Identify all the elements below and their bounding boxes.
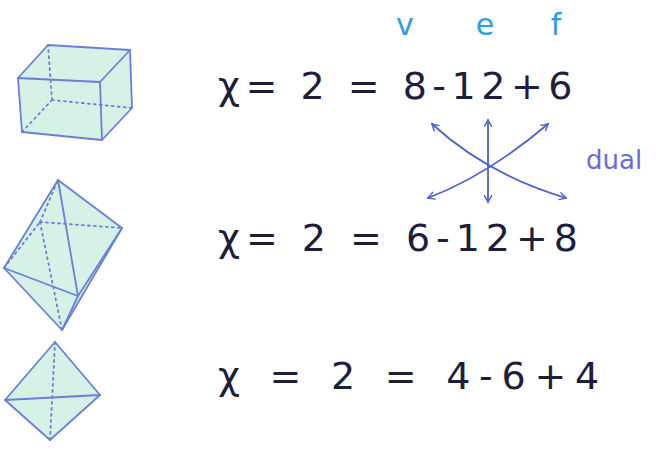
dual-arrows	[428, 120, 566, 202]
euler-equation: χ= 2 = 8-12+6	[218, 66, 578, 108]
tetrahedron-figure	[5, 342, 100, 440]
vertex-heading: v	[396, 8, 414, 41]
dual-label: dual	[586, 146, 642, 175]
face-heading: f	[551, 8, 562, 41]
euler-equation: χ = 2 = 4-6+4	[218, 356, 608, 398]
euler-equation: χ= 2 = 6-12+8	[218, 218, 584, 260]
cube-figure	[18, 45, 132, 140]
octahedron-figure	[4, 180, 122, 330]
edge-heading: e	[476, 8, 494, 41]
